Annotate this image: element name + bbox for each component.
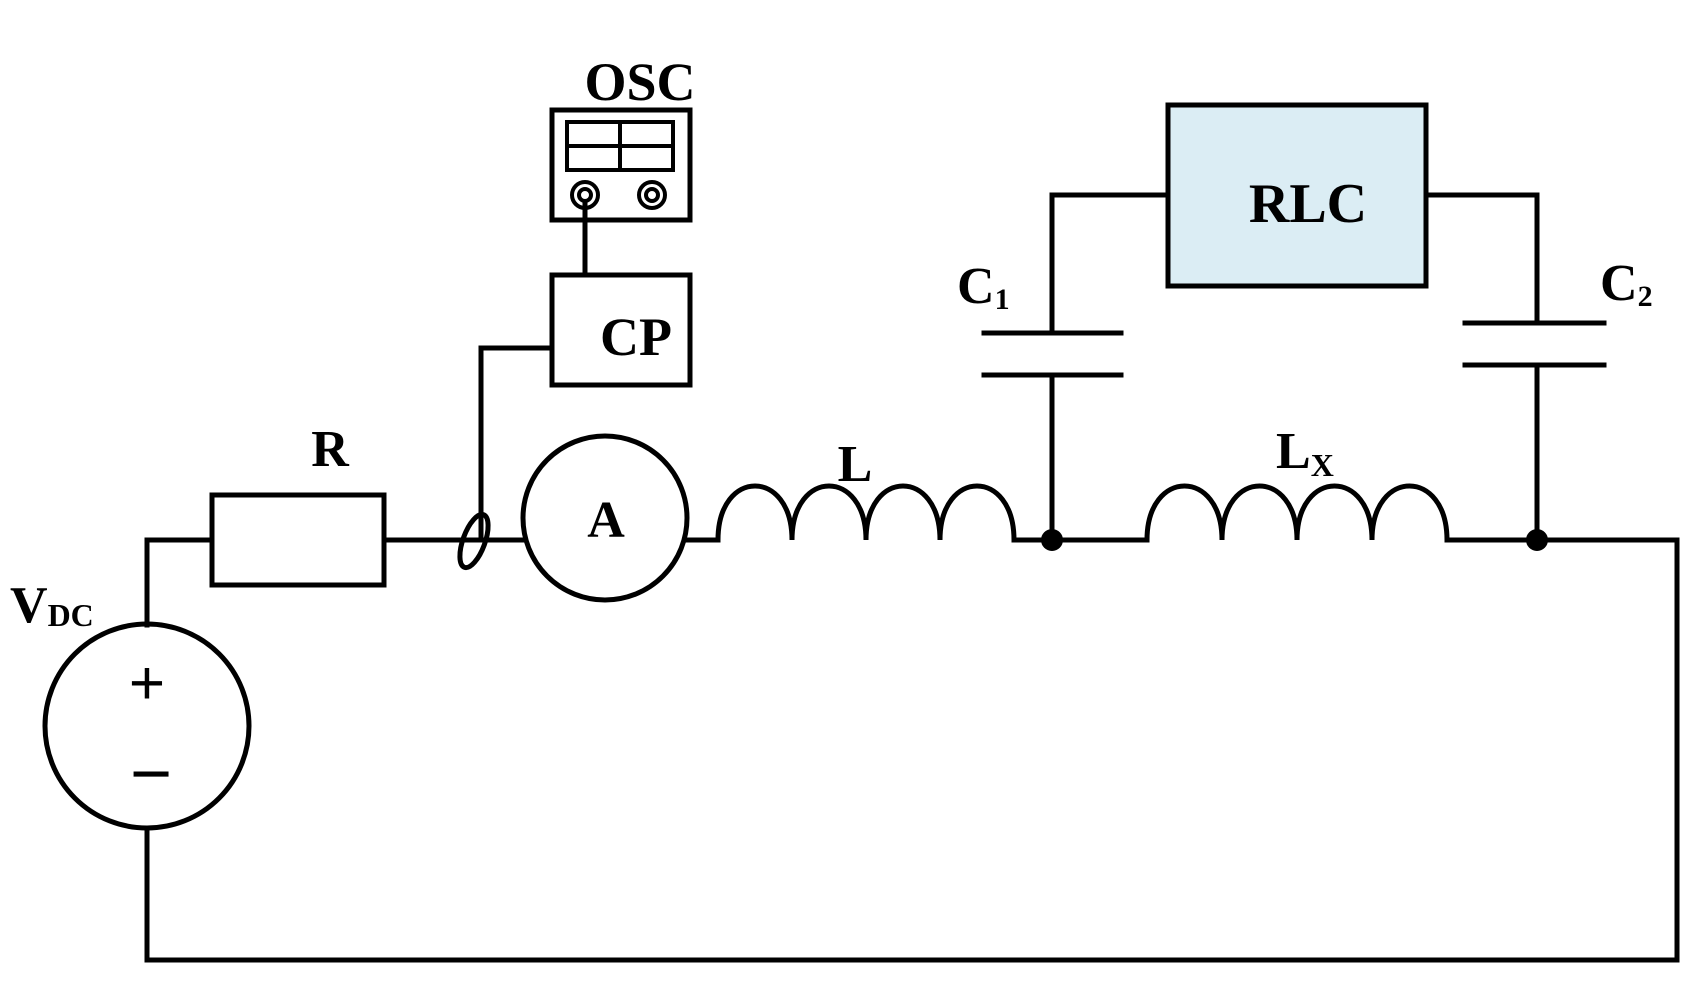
resistor-label: R: [311, 421, 350, 478]
capacitor-c2-subscript: 2: [1638, 280, 1653, 313]
oscilloscope-knob-right-inner: [644, 187, 660, 203]
junction-node-2: [1526, 529, 1548, 551]
inductor-lx: [1144, 483, 1450, 543]
inductor-lx-main: L: [1276, 423, 1311, 480]
dc-voltage-source: [42, 621, 252, 831]
wire-bottom-loop: [144, 537, 1680, 963]
source-plus-sign: +: [129, 649, 165, 718]
inductor-l-label: L: [838, 436, 873, 493]
capacitor-c1-label: C1: [957, 258, 1010, 316]
oscilloscope-knob-left-inner: [577, 187, 593, 203]
rlc-meter-box: [1165, 102, 1429, 289]
wire-c2-upper: [1423, 192, 1540, 326]
source-minus-sign: −: [130, 734, 172, 814]
ammeter-label: A: [587, 492, 625, 549]
wire-c1-upper: [1049, 192, 1171, 336]
cp-label: CP: [600, 307, 672, 367]
inductor-lx-label: LX: [1276, 423, 1334, 483]
oscilloscope-knob-right-outer: [637, 180, 667, 210]
inductor-lx-subscript: X: [1311, 447, 1334, 483]
ammeter: [520, 433, 690, 603]
resistor-r: [209, 492, 387, 588]
vdc-main: V: [10, 577, 48, 634]
vdc-label: VDC: [10, 577, 94, 634]
oscilloscope-knob-left-outer: [570, 180, 600, 210]
osc-label: OSC: [584, 52, 695, 112]
wire-source-to-resistor: [144, 537, 215, 628]
current-probe-clamp: [457, 511, 491, 571]
inductor-l: [715, 483, 1017, 543]
capacitor-c1-main: C: [957, 258, 995, 315]
capacitor-c2-label: C2: [1600, 255, 1653, 313]
current-probe-amplifier-box: [549, 272, 693, 388]
capacitor-c2-main: C: [1600, 255, 1638, 312]
wire-probe-to-cp: [478, 345, 555, 543]
rlc-label: RLC: [1249, 173, 1367, 235]
capacitor-c1-subscript: 1: [995, 283, 1010, 316]
oscilloscope-box: [549, 107, 693, 223]
junction-node-1: [1041, 529, 1063, 551]
vdc-subscript: DC: [48, 597, 94, 633]
